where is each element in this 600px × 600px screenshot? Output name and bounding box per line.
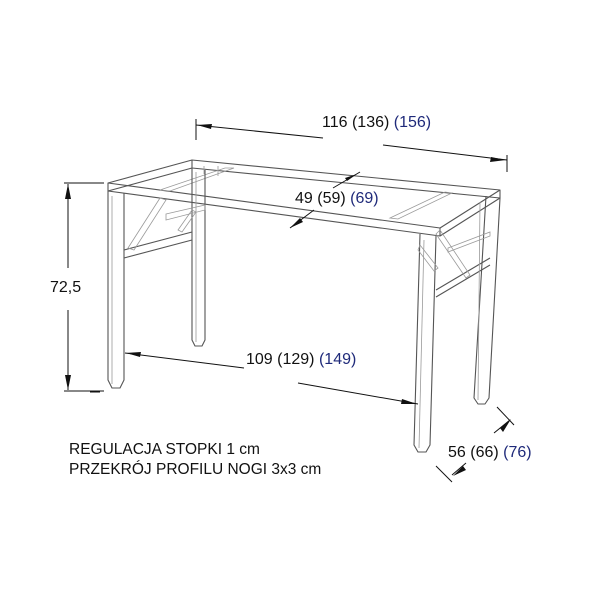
table-frame	[107, 159, 501, 453]
length-bottom-base: 109	[246, 351, 273, 368]
inner-width-alt2: (69)	[350, 190, 379, 207]
arrow-icon	[401, 399, 417, 404]
note-foot-adjustment: REGULACJA STOPKI 1 cm	[69, 441, 260, 458]
depth-label: 56 (66) (76)	[448, 444, 532, 462]
arrow-icon	[65, 375, 71, 390]
length-bottom-label: 109 (129) (149)	[246, 351, 356, 369]
length-top-alt2: (156)	[393, 114, 432, 131]
dimension-line-depth	[435, 406, 515, 483]
arrow-icon	[490, 157, 506, 162]
length-bottom-alt2: (149)	[318, 351, 357, 368]
arrow-icon	[290, 218, 303, 228]
arrow-icon	[197, 124, 212, 129]
dimension-line-length-top	[195, 119, 508, 172]
height-label: 72,5	[50, 279, 81, 297]
height-value: 72,5	[50, 279, 82, 296]
arrow-icon	[126, 352, 141, 357]
length-top-label: 116 (136) (156)	[322, 114, 431, 132]
dimension-line-inner-width	[289, 171, 361, 229]
depth-alt1: (66)	[470, 444, 499, 461]
depth-alt2: (76)	[503, 444, 532, 461]
arrow-icon	[500, 419, 511, 432]
inner-width-alt1: (59)	[317, 190, 346, 207]
arrow-icon	[453, 466, 466, 476]
inner-width-base: 49	[295, 190, 313, 207]
length-top-alt1: (136)	[351, 114, 390, 131]
length-top-base: 116	[322, 114, 348, 131]
length-bottom-alt1: (129)	[277, 351, 315, 368]
note-leg-profile: PRZEKRÓJ PROFILU NOGI 3x3 cm	[69, 461, 322, 478]
inner-width-label: 49 (59) (69)	[295, 190, 379, 208]
arrow-icon	[65, 184, 71, 199]
dimension-line-height	[64, 182, 104, 392]
dimension-line-length-bottom	[90, 352, 419, 405]
arrow-icon	[345, 174, 357, 181]
depth-base: 56	[448, 444, 466, 461]
